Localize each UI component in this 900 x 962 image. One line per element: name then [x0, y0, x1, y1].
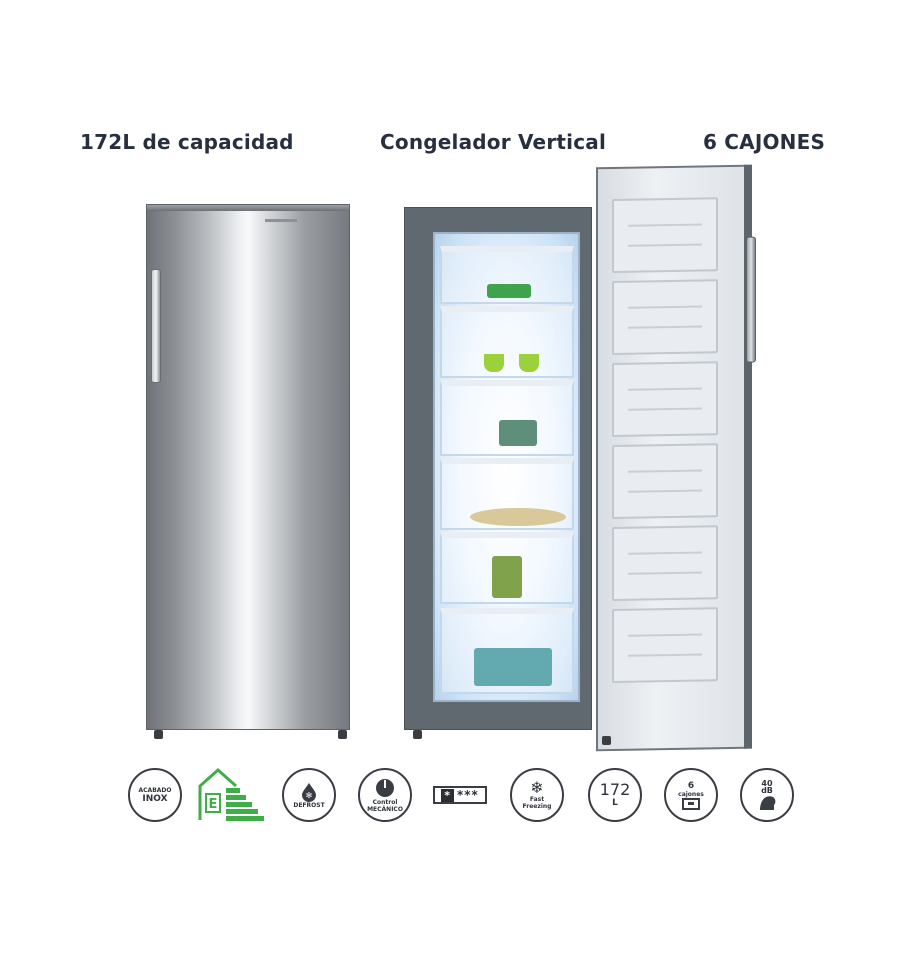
door-panel — [612, 443, 718, 520]
fridge-foot — [338, 730, 347, 739]
door-panel — [612, 197, 718, 274]
top-strip — [147, 205, 349, 211]
door-panel — [612, 607, 718, 684]
food-bag — [492, 556, 522, 598]
type-heading: Congelador Vertical — [380, 130, 607, 154]
drop-icon: ✻ — [302, 782, 316, 802]
door-panel — [612, 361, 718, 438]
svg-text:✻: ✻ — [306, 791, 313, 800]
feature-icons-row: ACABADO INOX ✻ DEFROST Control MECÁNICO … — [0, 768, 900, 828]
star-rating-icon: * *** — [433, 786, 487, 804]
green-cup — [519, 354, 539, 372]
dial-icon — [376, 779, 394, 797]
snowflake-icon: ❄ — [530, 778, 544, 797]
freezer-drawer — [440, 306, 574, 378]
energy-class-icon: E — [198, 767, 264, 821]
freezer-foot — [413, 730, 422, 739]
noise-level-icon: 40 dB — [740, 768, 794, 822]
energy-letter: E — [209, 797, 218, 812]
door-panel — [612, 525, 718, 602]
green-cup — [484, 354, 504, 372]
freezer-drawer — [440, 246, 574, 304]
capacity-heading: 172L de capacidad — [80, 130, 294, 154]
open-freezer-door — [596, 164, 756, 752]
door-handle — [151, 269, 161, 383]
brand-logo — [265, 219, 297, 222]
mechanical-control-icon: Control MECÁNICO — [358, 768, 412, 822]
drawers-count-icon: 6 cajones — [664, 768, 718, 822]
capacity-liters-icon: 172 L — [588, 768, 642, 822]
ice-cream-box — [474, 648, 552, 686]
drawers-heading: 6 CAJONES — [703, 130, 826, 154]
drawer-icon — [682, 797, 700, 810]
defrost-icon: ✻ DEFROST — [282, 768, 336, 822]
closed-freezer-image — [146, 204, 350, 730]
inox-icon: ACABADO INOX — [128, 768, 182, 822]
fast-freezing-icon: ❄ Fast Freezing — [510, 768, 564, 822]
door-panel — [612, 279, 718, 356]
door-handle — [746, 236, 756, 363]
fridge-foot — [154, 730, 163, 739]
food-box — [487, 284, 531, 298]
food-tub — [499, 420, 537, 446]
freezer-foot — [602, 736, 611, 745]
head-profile-icon — [760, 796, 776, 810]
fish — [470, 508, 566, 526]
